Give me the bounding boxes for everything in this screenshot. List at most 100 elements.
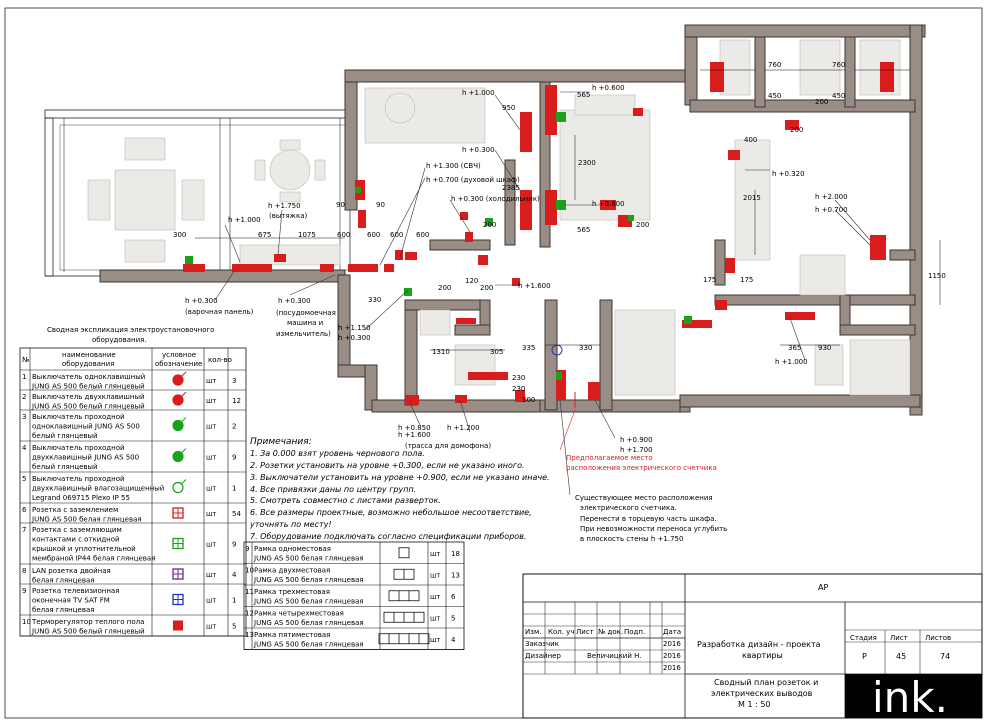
height-label: h +0.300 <box>185 297 218 305</box>
height-label: h +2.000 <box>815 193 848 201</box>
spec-name: JUNG AS 500 белый глянцевый <box>31 383 145 391</box>
notes-block: Примечания: 1. За 0.000 взят уровень чер… <box>249 437 550 541</box>
spec-qty: 3 <box>232 377 236 385</box>
frame-num: 12 <box>245 610 254 618</box>
spec-num: 3 <box>22 413 26 421</box>
height-label: h +0.850 <box>398 424 431 432</box>
spec-num: 1 <box>22 373 26 381</box>
svg-text:Перенести в торцевую часть шка: Перенести в торцевую часть шкафа. <box>580 515 717 523</box>
note-item: 6. Все размеры проектные, возможно небол… <box>250 508 532 517</box>
dimension-label: 90 <box>376 201 385 209</box>
dimension-label: 90 <box>336 201 345 209</box>
dimension-label: 200 <box>790 126 803 134</box>
meter-proposed-note: расположения электрического счетчика <box>566 464 717 472</box>
spec-name: белая глянцевая <box>32 577 94 585</box>
legend-symbol-tv-icon <box>172 593 184 606</box>
height-label: h +1.600 <box>398 431 431 439</box>
note-item: 1. За 0.000 взят уровень чернового пола. <box>250 449 425 458</box>
spec-name: Legrand 069715 Plexo IP 55 <box>32 494 130 502</box>
meter-existing-note: Существующее место расположения электрич… <box>575 494 727 543</box>
spec-header: № <box>22 356 29 364</box>
dimension-label: 675 <box>258 231 271 239</box>
dimension-label: 400 <box>744 136 757 144</box>
spec-name: Розетка телевизионная <box>32 587 119 595</box>
legend-symbol-sock-icon <box>172 507 184 519</box>
spec-num: 10 <box>22 618 31 626</box>
dimension-label: 2300 <box>578 159 596 167</box>
doc-code: АР <box>818 583 828 592</box>
furniture <box>239 39 911 396</box>
spec-qty: 9 <box>232 454 236 462</box>
frame-name: JUNG AS 500 белая глянцевая <box>253 619 364 627</box>
legend-symbol-thermo-icon <box>173 620 183 631</box>
frame-qty: 5 <box>451 614 455 622</box>
frame-unit: шт <box>430 593 440 601</box>
stamp-col: Дата <box>663 628 681 636</box>
spec-unit: шт <box>206 510 216 518</box>
dimension-label: 365 <box>788 344 801 352</box>
frame-qty: 6 <box>451 593 456 601</box>
stage-label: Стадия <box>850 634 877 642</box>
legend-symbol-pass1-icon <box>172 417 187 432</box>
height-label: h +0.900 <box>620 436 653 444</box>
spec-name: одноклавишный JUNG AS 500 <box>32 423 140 431</box>
frame-num: 9 <box>245 545 249 553</box>
floor-plan: h +1.000 h +0.600 h +0.300 h +1.300 (СВЧ… <box>44 24 946 543</box>
stage-value: Р <box>862 652 867 661</box>
stamp-col: Кол. уч <box>548 628 574 636</box>
dimension-labels: 760 760 450 450 200 200 400 950 565 565 … <box>173 61 946 404</box>
height-label: h +1.000 <box>228 216 261 224</box>
height-label: h +1.150 <box>338 324 371 332</box>
height-label: h +0.300 <box>462 146 495 154</box>
walls <box>99 24 926 416</box>
frame-unit: шт <box>430 636 440 644</box>
svg-text:При невозможности переноса угл: При невозможности переноса углубить <box>580 525 727 533</box>
frame-name: JUNG AS 500 белая глянцевая <box>253 641 364 649</box>
note-item: 2. Розетки установить на уровне +0.300, … <box>250 461 525 470</box>
meter-proposed-note: Предполагаемое место <box>566 454 653 462</box>
spec-grid: №наименованиеоборудованияусловноеобознач… <box>19 347 247 637</box>
height-label: машина и <box>287 319 323 327</box>
height-label: (варочная панель) <box>185 308 254 316</box>
spec-name: Терморегулятор теплого пола <box>31 618 144 626</box>
frame-name: Рамка пятиместовая <box>254 631 330 639</box>
dimension-label: 600 <box>367 231 380 239</box>
stamp-col: Изм. <box>525 628 541 636</box>
spec-header: условное <box>162 351 196 359</box>
dimension-label: 175 <box>740 276 753 284</box>
sheet-value: 45 <box>896 652 906 661</box>
spec-unit: шт <box>206 454 216 462</box>
svg-text:Существующее место расположени: Существующее место расположения <box>575 494 713 502</box>
height-label: h +1.750 <box>268 202 301 210</box>
stamp-year: 2016 <box>663 664 681 672</box>
dimension-label: 200 <box>480 284 493 292</box>
spec-qty: 1 <box>232 485 236 493</box>
frame-num: 11 <box>245 588 254 596</box>
spec-unit: шт <box>206 541 216 549</box>
stamp-year: 2016 <box>663 652 681 660</box>
frame-name: Рамка двухместовая <box>254 567 330 575</box>
dimension-label: 600 <box>416 231 429 239</box>
dimension-label: 565 <box>577 91 590 99</box>
height-label: h +0.300 (холодильник) <box>451 195 540 203</box>
legend-symbol-sw2-icon <box>172 391 187 406</box>
dimension-label: 1310 <box>432 348 450 356</box>
height-label: измельчитель) <box>276 330 331 338</box>
spec-num: 5 <box>22 475 26 483</box>
spec-unit: шт <box>206 623 216 631</box>
sheet-border <box>4 7 983 719</box>
dimension-label: 300 <box>173 231 186 239</box>
spec-title: Сводная экспликация электроустановочного <box>47 326 214 334</box>
spec-qty: 1 <box>232 597 236 605</box>
sheet-label: Лист <box>890 634 908 642</box>
socket-groups <box>183 62 894 408</box>
spec-name: Выключатель одноклавишный <box>32 373 145 381</box>
